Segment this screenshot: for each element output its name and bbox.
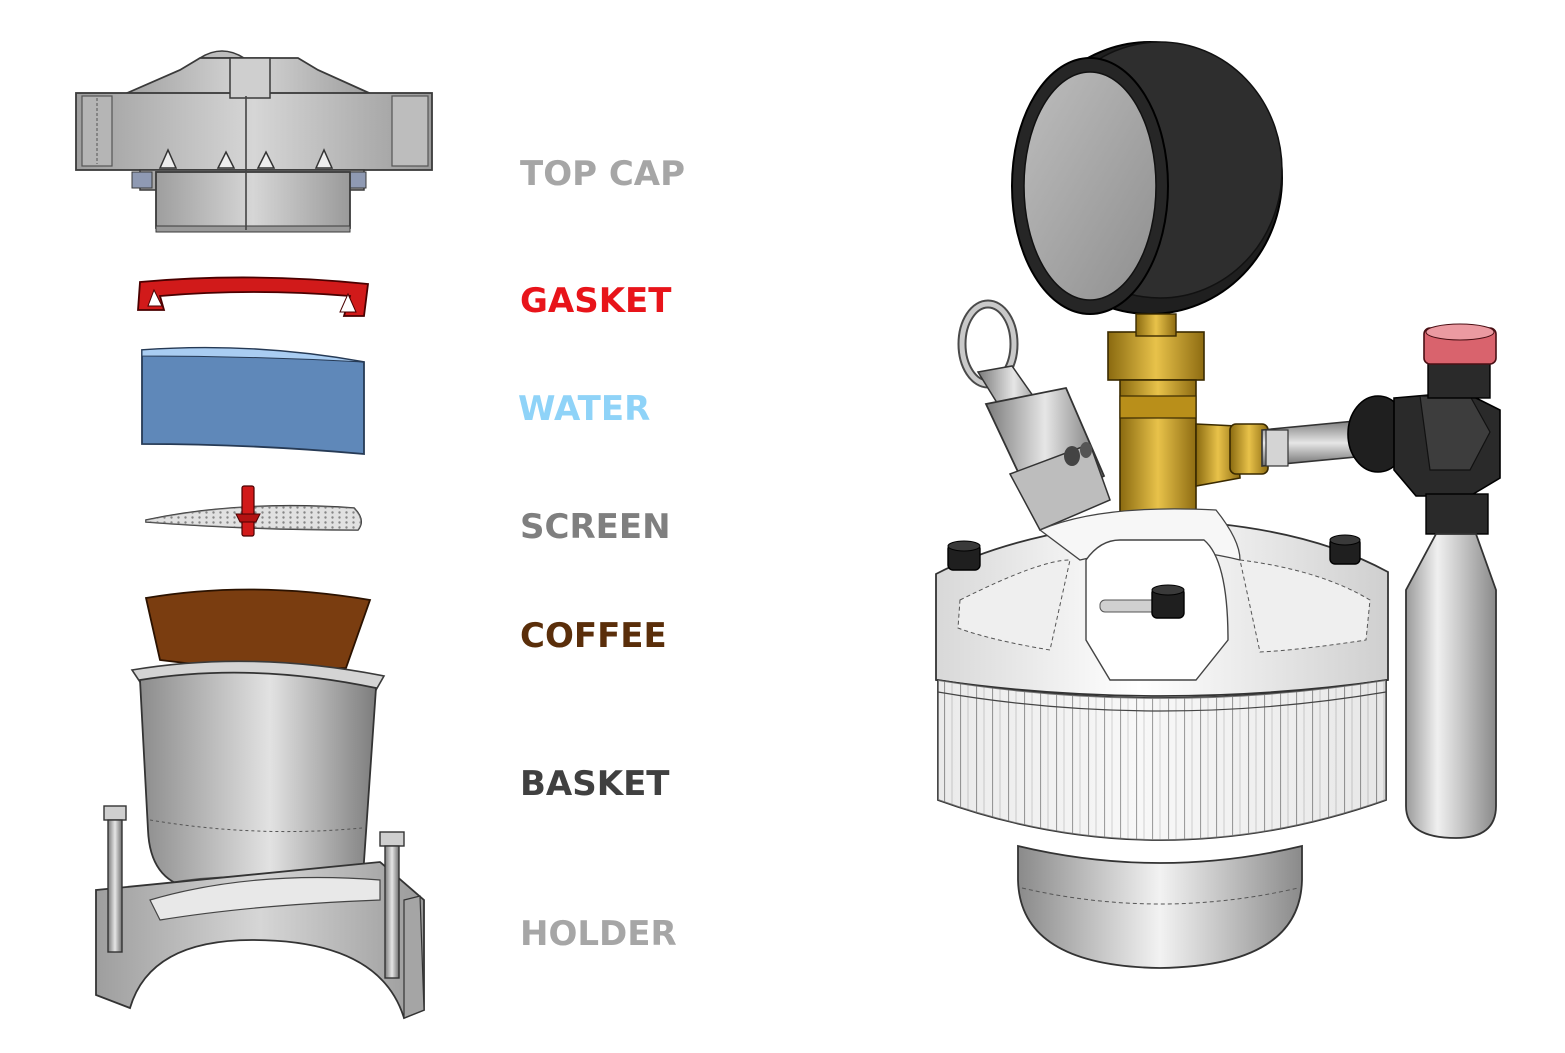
label-screen: SCREEN — [520, 507, 671, 547]
label-top-cap: TOP CAP — [520, 154, 685, 194]
water-part — [141, 346, 365, 455]
bolts — [947, 534, 1361, 619]
label-basket: BASKET — [520, 764, 670, 804]
gasket-part — [137, 276, 370, 317]
label-water: WATER — [518, 389, 650, 429]
screen-part — [145, 485, 362, 537]
safety-valve — [957, 299, 1111, 531]
top-cap-part — [75, 50, 433, 233]
co2-regulator — [1347, 323, 1501, 535]
holder-part — [95, 805, 425, 1020]
brass-fittings — [1107, 313, 1269, 521]
label-holder: HOLDER — [520, 914, 677, 954]
pressure-gauge — [1011, 41, 1283, 315]
ribbed-collar — [937, 678, 1387, 841]
label-gasket: GASKET — [520, 281, 672, 321]
coffee-part — [144, 588, 372, 670]
co2-cartridge — [1405, 533, 1497, 839]
bottom-bowl — [1017, 844, 1303, 969]
label-coffee: COFFEE — [520, 616, 667, 656]
basket-part — [130, 660, 386, 908]
